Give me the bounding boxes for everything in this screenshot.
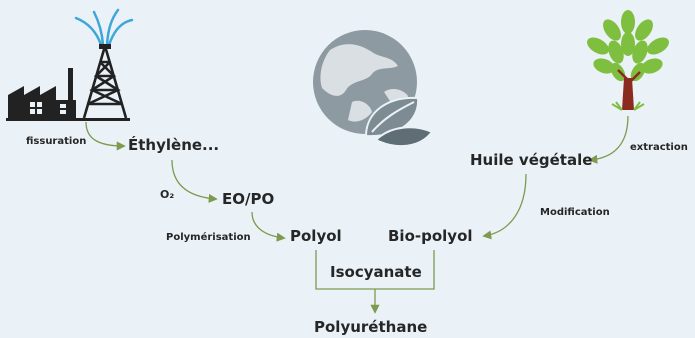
label-biopolyol: Bio-polyol — [388, 227, 473, 245]
arrow-polymerisation — [251, 211, 286, 242]
tree-icon — [587, 10, 669, 111]
label-fissuration: fissuration — [26, 136, 87, 147]
label-extraction: extraction — [630, 142, 688, 153]
arrow-extraction — [588, 115, 629, 164]
label-polyurethane: Polyuréthane — [314, 318, 428, 336]
arrow-o2 — [171, 159, 218, 203]
label-huile-vegetale: Huile végétale — [470, 151, 593, 169]
arrow-fissuration — [85, 121, 126, 151]
eco-globe-icon — [313, 30, 434, 148]
label-eopo: EO/PO — [222, 190, 275, 208]
label-polyol: Polyol — [290, 227, 342, 245]
label-isocyanate: Isocyanate — [330, 263, 422, 281]
oil-refinery-icon — [6, 8, 134, 121]
arrow-modification — [482, 173, 527, 240]
label-ethylene: Éthylène... — [128, 136, 220, 154]
label-o2: O₂ — [160, 188, 175, 201]
label-modification: Modification — [540, 207, 610, 218]
label-polymerisation: Polymérisation — [166, 232, 251, 243]
